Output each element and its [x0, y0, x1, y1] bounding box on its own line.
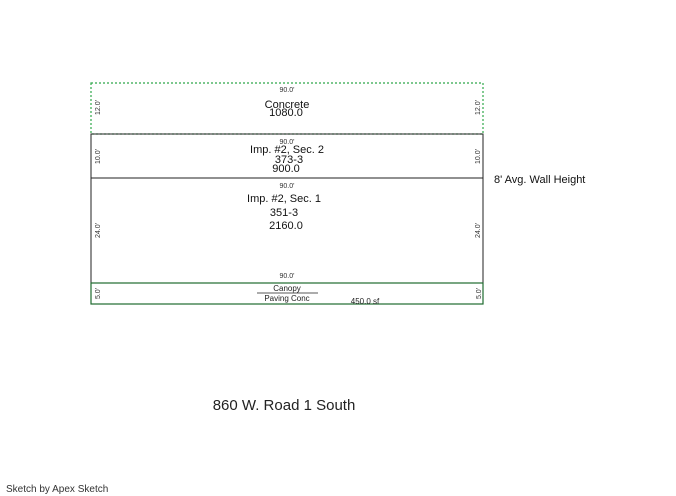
sec1-right-dimension: 24.0' — [474, 223, 482, 238]
sec1-label: Imp. #2, Sec. 1 — [247, 193, 321, 205]
sec2-label: Imp. #2, Sec. 2 — [250, 144, 324, 156]
canopy-left-dimension: 5.0' — [95, 287, 103, 300]
sec2-code: 373-3 — [274, 154, 304, 166]
concrete-top-dimension: 90.0' — [279, 87, 295, 94]
sec1-area: 2160.0 — [269, 220, 303, 232]
sec2-top-dimension: 90.0' — [279, 139, 295, 146]
concrete-right-dimension: 12.0' — [474, 100, 482, 115]
sec2-left-dimension: 10.0' — [94, 149, 102, 164]
wall-height-note: 8' Avg. Wall Height — [494, 174, 586, 186]
sec1-code: 351-3 — [269, 207, 299, 219]
sec1-top-dimension: 90.0' — [279, 183, 295, 190]
canopy-right-dimension: 5.0' — [476, 287, 484, 300]
concrete-area: 1080.0 — [269, 107, 303, 119]
concrete-left-dimension: 12.0' — [94, 100, 102, 115]
canopy-subname: Paving Conc — [264, 294, 310, 303]
canopy-outline — [90, 282, 484, 305]
concrete-outline — [90, 82, 484, 135]
canopy-top-dimension: 90.0' — [279, 273, 295, 280]
sec2-area: 900.0 — [272, 163, 300, 175]
canopy-area: 450.0 sf — [350, 297, 380, 306]
concrete-label: Concrete — [264, 99, 310, 111]
sec1-left-dimension: 24.0' — [94, 223, 102, 238]
property-address: 860 W. Road 1 South — [212, 397, 356, 414]
canopy-label: Canopy — [273, 284, 301, 293]
footer-credit: Sketch by Apex Sketch — [6, 484, 109, 495]
sec2-right-dimension: 10.0' — [474, 149, 482, 164]
